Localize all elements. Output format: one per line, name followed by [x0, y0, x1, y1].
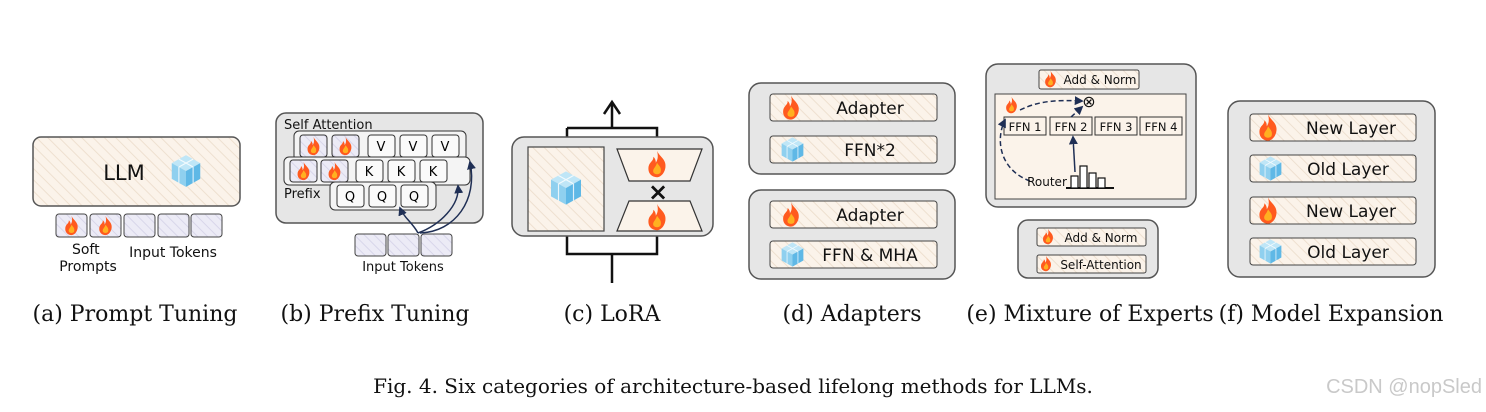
svg-text:V: V	[441, 140, 450, 155]
svg-text:Q: Q	[377, 190, 387, 205]
svg-text:V: V	[409, 140, 418, 155]
soft-prompt-tokens	[55, 213, 122, 238]
layer-label: New Layer	[1306, 202, 1396, 222]
llm-box	[32, 136, 241, 207]
layer-label: Old Layer	[1307, 160, 1389, 180]
svg-text:K: K	[397, 165, 406, 180]
adapter-row-label: FFN & MHA	[822, 246, 918, 266]
watermark: CSDN @nopSled	[1326, 376, 1482, 398]
expert-label: FFN 3	[1100, 120, 1133, 134]
expert-list: FFN 1 FFN 2 FFN 3 FFN 4	[1003, 116, 1183, 136]
input-tokens	[123, 213, 223, 238]
add-norm-bottom: Add & Norm	[1065, 231, 1138, 245]
combine-symbol: ⊗	[1082, 92, 1095, 111]
prefix-label: Prefix	[284, 187, 321, 202]
panel-title: (b) Prefix Tuning	[281, 302, 470, 327]
k-tokens: K K K	[355, 159, 448, 183]
router-label: Router	[1027, 175, 1067, 189]
svg-text:Q: Q	[409, 190, 419, 205]
adapter-row-label: Adapter	[836, 99, 903, 119]
multiply-symbol: ×	[648, 178, 668, 206]
self-attention-label: Self-Attention	[1060, 258, 1141, 272]
attention-arrows	[398, 160, 476, 234]
input-tokens-label: Input Tokens	[362, 260, 444, 275]
panel-prompt-tuning: LLM Soft Prompts Input Tokens (a) Prompt…	[32, 136, 241, 327]
add-norm-top: Add & Norm	[1064, 73, 1137, 87]
adapter-row-label: Adapter	[836, 206, 903, 226]
panel-prefix-tuning: Self Attention V V V K K K Prefix	[275, 112, 484, 327]
layer-label: Old Layer	[1307, 243, 1389, 263]
svg-text:V: V	[377, 140, 386, 155]
panel-lora: × (c) LoRA	[511, 99, 714, 327]
adapter-row-label: FFN*2	[844, 141, 896, 161]
routing-arrows	[997, 96, 1084, 182]
svg-text:Q: Q	[345, 190, 355, 205]
svg-text:K: K	[365, 165, 374, 180]
expert-label: FFN 1	[1009, 120, 1042, 134]
panel-title: (e) Mixture of Experts	[966, 302, 1213, 327]
v-tokens: V V V	[367, 134, 460, 158]
panel-model-expansion: New Layer Old Layer New Layer Old Layer …	[1219, 100, 1444, 327]
input-tokens-label: Input Tokens	[129, 245, 217, 261]
llm-label: LLM	[103, 161, 145, 185]
q-tokens: Q Q Q	[336, 184, 429, 208]
panel-mixture-of-experts: Add & Norm ⊗ FFN 1 FFN 2 FFN 3 FFN 4 Rou…	[966, 63, 1214, 327]
router-icon	[1066, 165, 1114, 189]
panel-title: (f) Model Expansion	[1219, 302, 1444, 327]
expansion-block	[1227, 100, 1436, 278]
svg-text:K: K	[429, 165, 438, 180]
layer-label: New Layer	[1306, 119, 1396, 139]
input-tokens	[354, 233, 453, 257]
expert-label: FFN 2	[1055, 120, 1088, 134]
expert-label: FFN 4	[1145, 120, 1178, 134]
panel-title: (c) LoRA	[564, 302, 662, 327]
soft-prompts-label: Soft Prompts	[59, 242, 117, 275]
panel-title: (a) Prompt Tuning	[33, 302, 238, 327]
panel-title: (d) Adapters	[782, 302, 921, 327]
figure-caption: Fig. 4. Six categories of architecture-b…	[373, 374, 1093, 398]
panel-adapters: Adapter FFN*2 Adapter FFN & MHA (d) Adap…	[748, 82, 956, 327]
self-attention-label: Self Attention	[284, 118, 373, 133]
